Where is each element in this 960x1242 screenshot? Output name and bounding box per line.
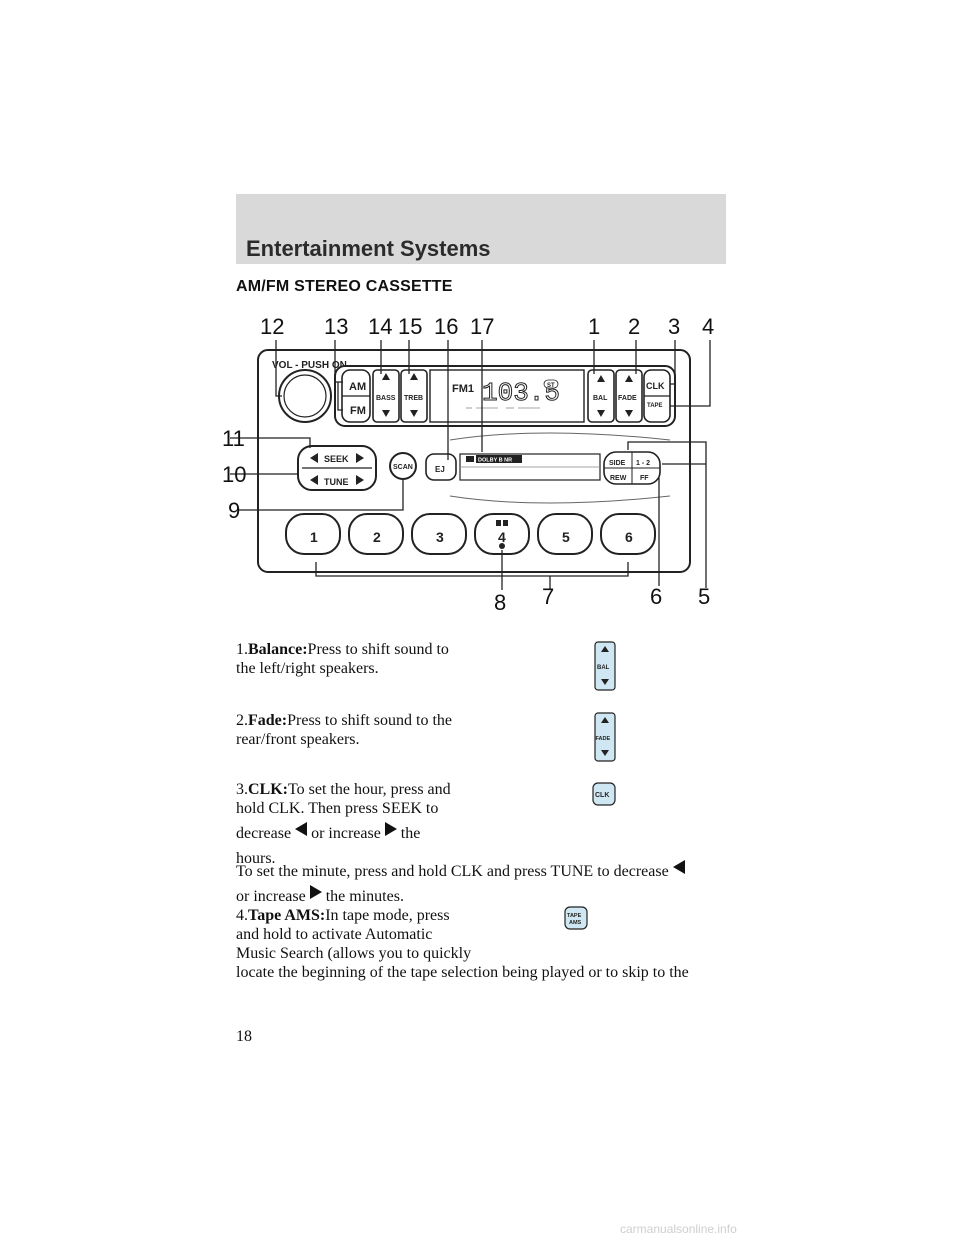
callout-12: 12 [260, 314, 284, 339]
am-label: AM [349, 381, 366, 393]
preset-1-button[interactable] [285, 513, 341, 555]
dolby-label: DOLBY B NR [478, 458, 512, 464]
preset-6-label: 6 [625, 529, 633, 545]
header-bar [236, 194, 726, 264]
callout-9: 9 [228, 498, 240, 523]
section-title: AM/FM STEREO CASSETTE [236, 278, 453, 295]
vol-label: VOL - PUSH ON [272, 360, 347, 371]
svg-text:CLK: CLK [595, 792, 609, 799]
bass-label: BASS [376, 395, 396, 402]
preset-5-button[interactable] [537, 513, 593, 555]
callout-8: 8 [494, 590, 506, 615]
preset-3-button[interactable] [411, 513, 467, 555]
preset-6-button[interactable] [600, 513, 656, 555]
radio-diagram: VOL - PUSH ON AM FM BASS TREB FM1 103.5 … [210, 300, 730, 620]
preset-2-button[interactable] [348, 513, 404, 555]
page-number: 18 [236, 1028, 252, 1045]
svg-text:BAL: BAL [597, 665, 610, 671]
fm-label: FM [350, 405, 366, 417]
svg-text:AMS: AMS [569, 920, 582, 926]
page-title: Entertainment Systems [246, 236, 491, 261]
tune-label: TUNE [324, 477, 349, 487]
fade-button-icon: FADE [594, 712, 616, 762]
preset-1-label: 1 [310, 529, 318, 545]
tape-ams-button-icon: TAPE AMS [564, 906, 588, 930]
callout-4: 4 [702, 314, 714, 339]
display-band: FM1 [452, 383, 474, 395]
left-arrow-icon [295, 822, 308, 836]
item-set-minute: To set the minute, press and hold CLK an… [236, 860, 689, 906]
right-arrow-icon [384, 822, 397, 836]
callout-6: 6 [650, 584, 662, 609]
bass-button[interactable] [372, 369, 400, 423]
eject-label: EJ [435, 465, 445, 474]
preset-3-label: 3 [436, 529, 444, 545]
rew-label: REW [610, 475, 627, 482]
preset-2-label: 2 [373, 529, 381, 545]
side-label: SIDE [609, 460, 626, 467]
callout-13: 13 [324, 314, 348, 339]
item-balance: 1.Balance:Press to shift sound to the le… [236, 641, 449, 677]
treb-label: TREB [404, 395, 423, 402]
svg-text:FADE: FADE [596, 736, 611, 742]
callout-17: 17 [470, 314, 494, 339]
callout-16: 16 [434, 314, 458, 339]
fade-label: FADE [618, 395, 637, 402]
scan-button[interactable] [389, 452, 417, 480]
ff-label: FF [640, 475, 649, 482]
treb-button[interactable] [400, 369, 428, 423]
side-num-label: 1 - 2 [636, 460, 650, 467]
display-stereo: ST [547, 383, 555, 389]
tape-label: TAPE [647, 403, 663, 409]
scan-label: SCAN [393, 464, 413, 471]
preset-4-label: 4 [498, 529, 506, 545]
preset-5-label: 5 [562, 529, 570, 545]
callout-10: 10 [222, 462, 246, 487]
eject-button[interactable] [425, 453, 457, 481]
callout-14: 14 [368, 314, 392, 339]
callout-15: 15 [398, 314, 422, 339]
callout-1: 1 [588, 314, 600, 339]
watermark-url: carmanualsonline.info [620, 1222, 737, 1236]
clk-button-icon: CLK [592, 782, 616, 806]
item-clk: 3.CLK:To set the hour, press and hold CL… [236, 781, 451, 867]
clk-label: CLK [646, 381, 665, 391]
callout-2: 2 [628, 314, 640, 339]
preset-row: 1 2 3 4 5 6 [285, 513, 656, 555]
seek-label: SEEK [324, 454, 349, 464]
bal-button-icon: BAL [594, 641, 616, 691]
bal-button[interactable] [587, 369, 615, 423]
bal-label: BAL [593, 395, 608, 402]
callout-3: 3 [668, 314, 680, 339]
item-fade: 2.Fade:Press to shift sound to the rear/… [236, 712, 452, 748]
callout-11: 11 [222, 426, 245, 451]
item-tape-ams: 4.Tape AMS:In tape mode, press and hold … [236, 907, 689, 981]
fade-button[interactable] [615, 369, 643, 423]
left-arrow-icon [672, 860, 685, 874]
svg-text:TAPE: TAPE [567, 913, 582, 919]
right-arrow-icon [309, 885, 322, 899]
callout-5: 5 [698, 584, 710, 609]
callout-7: 7 [542, 584, 554, 609]
radio-display [429, 369, 585, 423]
